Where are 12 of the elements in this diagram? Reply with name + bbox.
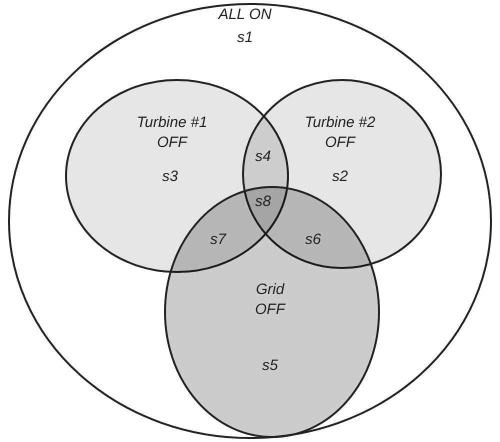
state-label: s8 <box>255 192 271 212</box>
state-label: s7 <box>210 230 226 250</box>
state-label: s1 <box>236 28 254 48</box>
state-label: s6 <box>305 230 321 250</box>
state-label: s2 <box>331 167 349 187</box>
set-label: Turbine #2 OFF <box>304 113 376 153</box>
state-label: s4 <box>255 147 271 167</box>
set-label: Turbine #1 OFF <box>136 113 208 153</box>
state-label: s3 <box>161 167 179 187</box>
set-label: Grid OFF <box>254 280 287 320</box>
set-label: ALL ON <box>216 5 273 25</box>
state-label: s5 <box>261 356 279 376</box>
